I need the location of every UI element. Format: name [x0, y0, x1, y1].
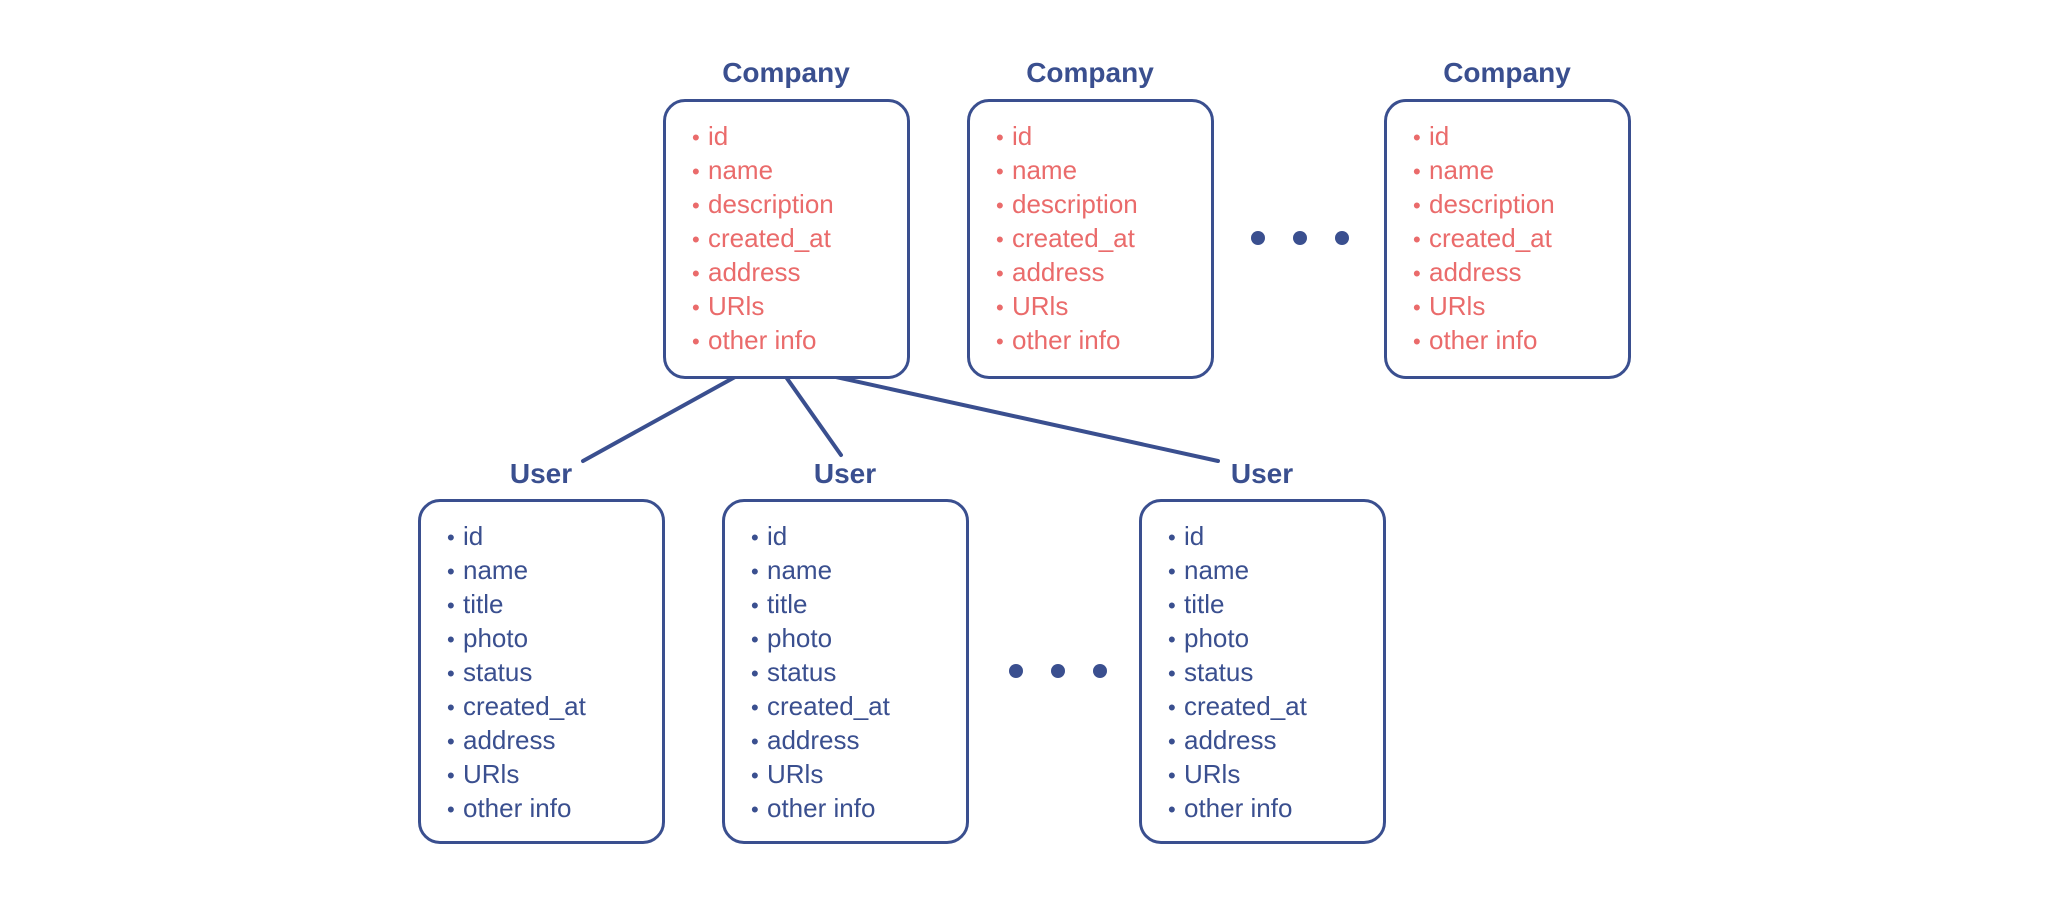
field-item: other info — [1168, 792, 1383, 826]
field-item: name — [751, 554, 966, 588]
company-entity-box[interactable]: id name description created_at address U… — [1384, 99, 1631, 379]
field-item: id — [447, 520, 662, 554]
field-item: name — [1413, 154, 1628, 188]
field-item: URls — [751, 758, 966, 792]
field-item: URls — [996, 290, 1211, 324]
field-item: address — [1413, 256, 1628, 290]
field-item: name — [996, 154, 1211, 188]
field-item: name — [1168, 554, 1383, 588]
field-item: URls — [447, 758, 662, 792]
field-item: other info — [447, 792, 662, 826]
ellipsis-dot — [1335, 231, 1349, 245]
field-item: status — [751, 656, 966, 690]
field-item: address — [1168, 724, 1383, 758]
field-item: photo — [447, 622, 662, 656]
company-field-list: id name description created_at address U… — [1387, 102, 1628, 358]
ellipsis-dot — [1009, 664, 1023, 678]
user-entity-box[interactable]: id name title photo status created_at ad… — [722, 499, 969, 844]
field-item: id — [1168, 520, 1383, 554]
user-title: User — [509, 458, 573, 489]
field-item: other info — [751, 792, 966, 826]
field-item: title — [751, 588, 966, 622]
company-title: Company — [1443, 57, 1571, 88]
ellipsis-dot — [1293, 231, 1307, 245]
field-item: URls — [1168, 758, 1383, 792]
ellipsis-dot — [1093, 664, 1107, 678]
field-item: name — [447, 554, 662, 588]
company-field-list: id name description created_at address U… — [970, 102, 1211, 358]
connector-company-to-user-3 — [834, 375, 1220, 463]
field-item: id — [692, 120, 907, 154]
connector-company-to-user-1 — [581, 375, 737, 463]
field-item: created_at — [447, 690, 662, 724]
user-title: User — [1230, 458, 1294, 489]
field-item: created_at — [751, 690, 966, 724]
field-item: other info — [1413, 324, 1628, 358]
user-field-list: id name title photo status created_at ad… — [725, 502, 966, 826]
field-item: created_at — [996, 222, 1211, 256]
connector-company-to-user-2 — [784, 375, 843, 457]
field-item: created_at — [1413, 222, 1628, 256]
field-item: description — [692, 188, 907, 222]
more-users-ellipsis — [1009, 664, 1107, 678]
user-field-list: id name title photo status created_at ad… — [1142, 502, 1383, 826]
field-item: status — [447, 656, 662, 690]
field-item: other info — [996, 324, 1211, 358]
field-item: title — [1168, 588, 1383, 622]
user-field-list: id name title photo status created_at ad… — [421, 502, 662, 826]
company-entity-box[interactable]: id name description created_at address U… — [663, 99, 910, 379]
field-item: photo — [751, 622, 966, 656]
field-item: id — [1413, 120, 1628, 154]
field-item: URls — [692, 290, 907, 324]
user-entity-box[interactable]: id name title photo status created_at ad… — [1139, 499, 1386, 844]
field-item: description — [1413, 188, 1628, 222]
field-item: status — [1168, 656, 1383, 690]
field-item: description — [996, 188, 1211, 222]
field-item: created_at — [1168, 690, 1383, 724]
field-item: created_at — [692, 222, 907, 256]
field-item: other info — [692, 324, 907, 358]
user-entity-box[interactable]: id name title photo status created_at ad… — [418, 499, 665, 844]
field-item: photo — [1168, 622, 1383, 656]
company-title: Company — [722, 57, 850, 88]
ellipsis-dot — [1051, 664, 1065, 678]
more-companies-ellipsis — [1251, 231, 1349, 245]
company-field-list: id name description created_at address U… — [666, 102, 907, 358]
field-item: URls — [1413, 290, 1628, 324]
field-item: id — [751, 520, 966, 554]
field-item: id — [996, 120, 1211, 154]
field-item: address — [751, 724, 966, 758]
company-entity-box[interactable]: id name description created_at address U… — [967, 99, 1214, 379]
field-item: name — [692, 154, 907, 188]
field-item: address — [996, 256, 1211, 290]
ellipsis-dot — [1251, 231, 1265, 245]
field-item: address — [447, 724, 662, 758]
company-title: Company — [1026, 57, 1154, 88]
field-item: title — [447, 588, 662, 622]
field-item: address — [692, 256, 907, 290]
user-title: User — [813, 458, 877, 489]
